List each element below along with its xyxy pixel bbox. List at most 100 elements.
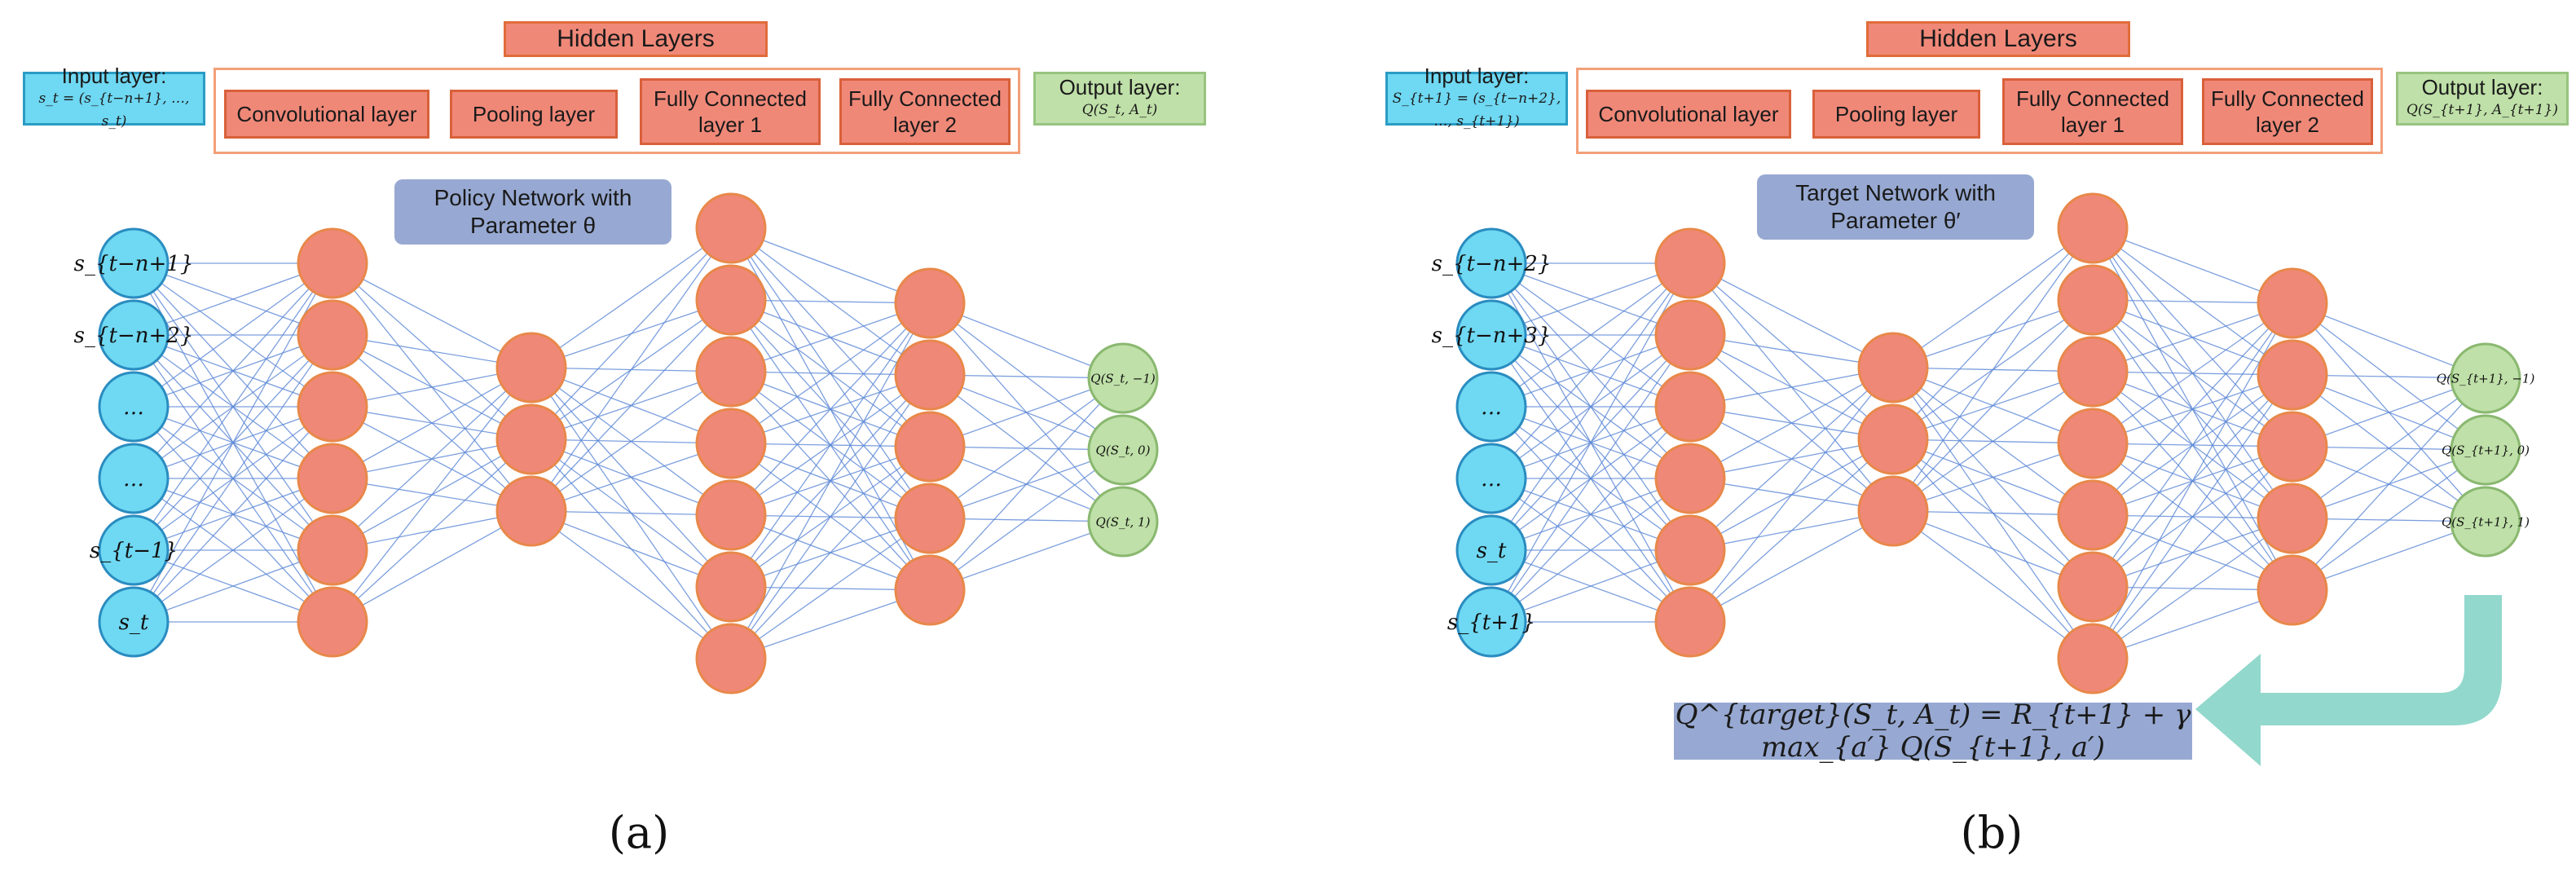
pooling-layer-box: Pooling layer <box>1812 90 1980 139</box>
output-layer-title: Output layer: <box>1059 75 1181 99</box>
hidden-node <box>297 443 368 514</box>
connection-line <box>1892 510 2094 588</box>
hidden-node <box>2057 479 2129 551</box>
connection-line <box>2092 302 2293 588</box>
connection-line <box>1491 262 1691 551</box>
policy-network-diagram: s_{t−n+1}s_{t−n+2}……s_{t−1}s_tQ(S_t, −1)… <box>74 192 1159 694</box>
hidden-node <box>1654 514 1726 586</box>
hidden-node <box>297 586 368 658</box>
hidden-node <box>2057 264 2129 336</box>
connection-line <box>2292 377 2486 591</box>
connection-line <box>730 302 931 444</box>
hidden-node <box>1654 227 1726 299</box>
conv-layer-nodes <box>1654 227 1726 658</box>
network-label-line-1: Policy Network with <box>434 185 632 210</box>
hidden-node <box>495 332 567 403</box>
input-node-label: s_{t−1} <box>90 539 178 563</box>
connection-line <box>1689 510 1894 623</box>
input-node-label: … <box>123 395 144 420</box>
hidden-node <box>1857 475 1929 547</box>
connection-line <box>929 377 1124 519</box>
fc1-layer-nodes <box>2057 192 2129 694</box>
connection-line <box>531 227 732 512</box>
fc2-layer-nodes <box>894 267 966 626</box>
network-label: Target Network with Parameter θ′ <box>1757 174 2034 240</box>
hidden-node <box>2257 483 2328 554</box>
output-layer-nodes: Q(S_t, −1)Q(S_t, 0)Q(S_t, 1) <box>1087 342 1159 558</box>
network-label: Policy Network with Parameter θ <box>394 179 672 245</box>
hidden-node <box>2057 408 2129 479</box>
connection-line <box>2092 227 2293 304</box>
connection-line <box>730 518 931 659</box>
connection-line <box>1491 478 1691 623</box>
output-layer-formula: Q(S_{t+1}, A_{t+1}) <box>2406 102 2558 118</box>
hidden-node <box>2057 551 2129 623</box>
input-node-label: s_{t−n+2} <box>74 324 194 348</box>
hidden-node <box>695 408 767 479</box>
connection-line <box>332 367 532 551</box>
hidden-node <box>1654 299 1726 371</box>
hidden-node <box>1857 403 1929 475</box>
input-node-label: s_t <box>119 611 149 635</box>
fully-connected-layer-2-box: Fully Connected layer 2 <box>839 78 1011 145</box>
fc2-layer-nodes <box>2257 267 2328 626</box>
connection-line <box>531 227 732 440</box>
fully-connected-layer-1-box: Fully Connected layer 1 <box>2002 78 2183 145</box>
connection-line <box>929 449 1124 591</box>
hidden-node <box>2057 623 2129 694</box>
hidden-node <box>2257 339 2328 411</box>
connection-line <box>1491 406 1691 623</box>
connection-line <box>2092 302 2293 444</box>
hidden-node <box>2257 267 2328 339</box>
convolutional-layer-box: Convolutional layer <box>224 90 429 139</box>
output-layer-box: Output layer: Q(S_t, A_t) <box>1033 72 1206 126</box>
hidden-node <box>297 371 368 443</box>
input-layer-formula: S_{t+1} = (s_{t−n+2}, …, s_{t+1}) <box>1392 90 1561 130</box>
input-node-label: s_{t−n+2} <box>1432 252 1552 276</box>
hidden-node <box>894 267 966 339</box>
connection-line <box>133 262 333 479</box>
hidden-node <box>297 514 368 586</box>
pooling-layer-box: Pooling layer <box>450 90 618 139</box>
output-node-label: Q(S_t, 1) <box>1096 514 1151 529</box>
input-node <box>1455 299 1527 371</box>
connection-line <box>730 374 931 659</box>
input-node <box>1455 586 1527 658</box>
hidden-layers-title: Hidden Layers <box>1866 21 2130 57</box>
connection-line <box>730 446 931 659</box>
output-layer-title: Output layer: <box>2421 75 2543 99</box>
network-label-line-2: Parameter θ <box>469 213 597 238</box>
input-node <box>98 371 170 443</box>
output-node <box>1087 342 1159 414</box>
output-node-label: Q(S_t, 0) <box>1096 443 1151 457</box>
input-node <box>98 514 170 586</box>
input-node <box>1455 371 1527 443</box>
target-network-diagram: s_{t−n+2}s_{t−n+3}……s_ts_{t+1}Q(S_{t+1},… <box>1432 192 2534 766</box>
connection-line <box>1892 227 2094 512</box>
input-node-label: s_{t+1} <box>1447 611 1535 635</box>
connection-line <box>332 367 532 623</box>
hidden-node <box>2057 336 2129 408</box>
connection-line <box>332 510 532 623</box>
hidden-node <box>894 483 966 554</box>
hidden-node <box>894 339 966 411</box>
input-node-label: s_t <box>1477 539 1507 563</box>
output-node <box>2450 342 2521 414</box>
hidden-node <box>695 479 767 551</box>
input-layer-box: Input layer: s_t = (s_{t−n+1}, …, s_t) <box>23 64 205 130</box>
hidden-node <box>1857 332 1929 403</box>
connection-line <box>531 227 732 368</box>
input-layer-nodes: s_{t−n+1}s_{t−n+2}……s_{t−1}s_t <box>74 227 194 658</box>
connection-line <box>1892 510 2094 659</box>
panel-b: Hidden Layers Input layer: S_{t+1} = (s_… <box>1356 0 2576 886</box>
output-node-label: Q(S_{t+1}, 1) <box>2442 514 2530 529</box>
hidden-node <box>1654 443 1726 514</box>
connection-line <box>1892 299 2094 512</box>
connection-line <box>133 334 333 623</box>
connection-line <box>2092 374 2293 659</box>
connection-line <box>1689 367 1894 623</box>
connections <box>1491 227 2486 659</box>
output-layer-formula: Q(S_t, A_t) <box>1081 102 1158 118</box>
hidden-node <box>2257 554 2328 626</box>
input-node-label: s_{t−n+1} <box>74 252 194 276</box>
